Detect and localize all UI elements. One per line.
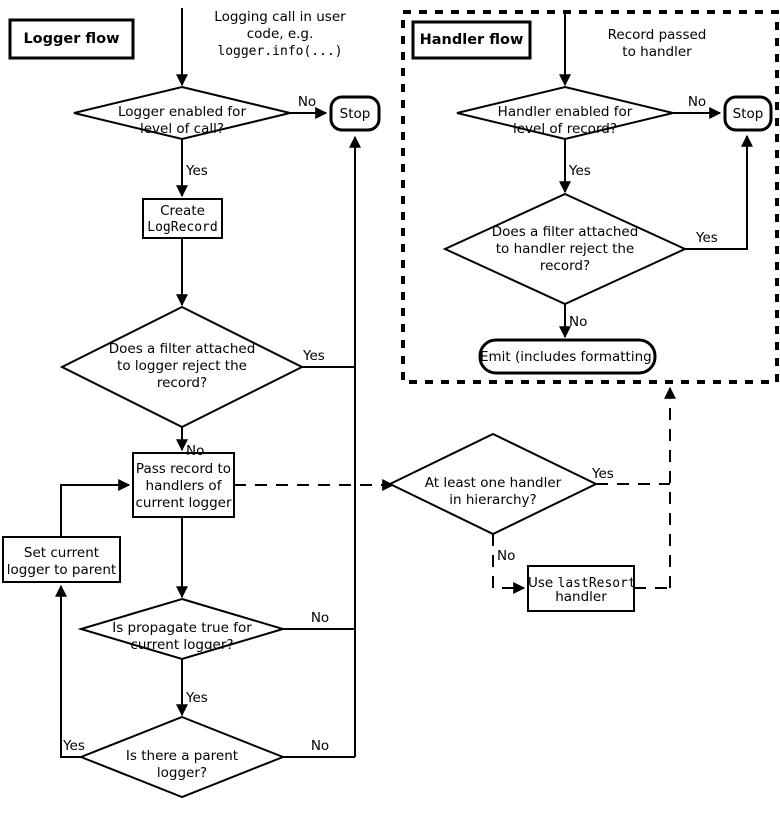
process-last-resort bbox=[527, 565, 635, 612]
handler-flow-container bbox=[401, 10, 779, 384]
terminator-emit bbox=[478, 338, 657, 375]
decision-has-parent bbox=[78, 715, 286, 799]
decision-logger-enabled bbox=[73, 85, 291, 141]
process-create-logrecord bbox=[142, 198, 223, 239]
decision-is-propagate bbox=[77, 597, 287, 661]
edge-filter-handler-yes bbox=[685, 134, 753, 250]
terminator-handler-stop bbox=[723, 95, 773, 132]
process-last-resort-code-lastresort: lastResort bbox=[557, 576, 636, 591]
logger-flow-label-box bbox=[8, 18, 135, 60]
edge-any-handler-no bbox=[492, 534, 526, 594]
edge-has-parent-yes bbox=[55, 584, 81, 758]
decision-filter-handler bbox=[442, 192, 688, 306]
process-pass-record bbox=[132, 452, 235, 518]
process-set-parent bbox=[2, 536, 121, 583]
decision-filter-logger bbox=[59, 305, 305, 429]
edge-set-parent-to-pass-record bbox=[60, 479, 131, 537]
handler-flow-label-box bbox=[411, 20, 532, 60]
process-last-resort-word-use: Use bbox=[528, 575, 558, 591]
process-last-resort-line1: Use lastResort bbox=[528, 572, 636, 592]
terminator-logger-stop bbox=[329, 95, 381, 132]
decision-any-handler bbox=[387, 432, 599, 536]
decision-handler-enabled bbox=[456, 85, 674, 141]
